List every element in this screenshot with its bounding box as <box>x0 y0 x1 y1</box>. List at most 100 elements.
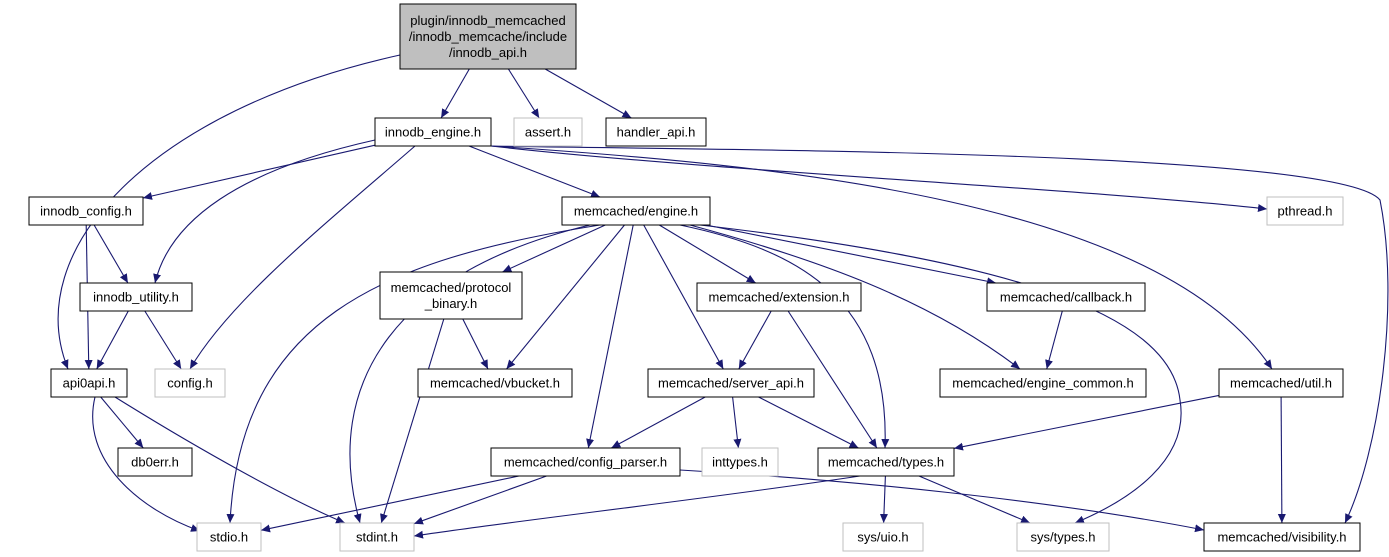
node-box <box>605 117 707 147</box>
node-box <box>154 368 226 398</box>
node-mc_engine[interactable]: memcached/engine.h <box>561 196 711 226</box>
edge-mc_callback-to-mc_engine_common <box>1045 310 1063 370</box>
node-label: memcached/engine.h <box>574 204 698 219</box>
node-mc_visibility[interactable]: memcached/visibility.h <box>1203 522 1361 552</box>
node-label: stdio.h <box>210 530 248 545</box>
node-box <box>1266 196 1344 226</box>
node-mc_extension[interactable]: memcached/extension.h <box>696 282 862 312</box>
edge-mc_engine-to-mc_types <box>679 224 890 449</box>
node-box <box>374 117 492 147</box>
edge-mc_engine-to-mc_vbucket <box>506 224 625 370</box>
edge-innodb_engine-to-pthread <box>490 145 1268 212</box>
edge-mc_extension-to-mc_server_api <box>738 310 772 370</box>
edge-api0api-to-db0err <box>100 396 144 449</box>
node-label: handler_api.h <box>617 125 696 140</box>
node-label: _binary.h <box>424 296 478 311</box>
node-label: innodb_engine.h <box>385 125 481 140</box>
node-mc_vbucket[interactable]: memcached/vbucket.h <box>417 368 573 398</box>
edge-mc_types-to-sys_uio <box>879 475 888 524</box>
node-label: memcached/visibility.h <box>1217 530 1346 545</box>
node-label: sys/uio.h <box>857 530 908 545</box>
node-pthread: pthread.h <box>1266 196 1344 226</box>
node-config: config.h <box>154 368 226 398</box>
edge-root-to-api0api <box>57 54 401 370</box>
node-box <box>986 282 1146 312</box>
node-box <box>28 196 144 226</box>
edge-innodb_engine-to-innodb_utility <box>153 139 376 284</box>
edge-innodb_engine-to-mc_visibility <box>490 145 1389 524</box>
node-box <box>696 282 862 312</box>
node-mc_config_parser[interactable]: memcached/config_parser.h <box>490 447 681 477</box>
node-label: db0err.h <box>131 455 179 470</box>
edge-mc_util-to-mc_types <box>953 394 1220 451</box>
node-mc_callback[interactable]: memcached/callback.h <box>986 282 1146 312</box>
edge-mc_engine-to-stdint <box>349 224 591 524</box>
node-handler_api[interactable]: handler_api.h <box>605 117 707 147</box>
node-label: memcached/extension.h <box>709 290 850 305</box>
node-mc_engine_common[interactable]: memcached/engine_common.h <box>939 368 1147 398</box>
node-box <box>1016 522 1110 552</box>
edge-root-to-handler_api <box>544 68 632 119</box>
node-mc_types[interactable]: memcached/types.h <box>817 447 955 477</box>
node-label: memcached/util.h <box>1230 376 1332 391</box>
edge-mc_protocol-to-stdint <box>380 318 445 524</box>
node-box <box>842 522 924 552</box>
node-label: config.h <box>167 376 213 391</box>
node-label: innodb_utility.h <box>93 290 179 305</box>
edge-root-to-innodb_engine <box>440 68 470 119</box>
node-label: memcached/server_api.h <box>658 376 804 391</box>
node-box <box>490 447 681 477</box>
node-box <box>1203 522 1361 552</box>
node-mc_server_api[interactable]: memcached/server_api.h <box>647 368 815 398</box>
edge-innodb_engine-to-mc_util <box>490 145 1273 370</box>
node-box <box>196 522 262 552</box>
node-label: memcached/config_parser.h <box>504 455 667 470</box>
node-innodb_config[interactable]: innodb_config.h <box>28 196 144 226</box>
node-box <box>939 368 1147 398</box>
node-box <box>647 368 815 398</box>
node-label: api0api.h <box>63 376 116 391</box>
edge-mc_types-to-sys_types <box>918 475 1031 524</box>
node-label: memcached/protocol <box>391 280 512 295</box>
node-api0api[interactable]: api0api.h <box>50 368 128 398</box>
node-db0err[interactable]: db0err.h <box>117 447 193 477</box>
node-box <box>79 282 193 312</box>
edge-api0api-to-stdio <box>92 396 201 532</box>
edge-mc_server_api-to-mc_types <box>758 396 859 449</box>
node-box <box>817 447 955 477</box>
node-mc_util[interactable]: memcached/util.h <box>1218 368 1344 398</box>
node-label: pthread.h <box>1278 204 1333 219</box>
edge-innodb_engine-to-innodb_config <box>142 144 376 200</box>
node-label: memcached/vbucket.h <box>430 376 560 391</box>
edge-api0api-to-stdint <box>114 396 346 524</box>
node-label: memcached/callback.h <box>1000 290 1132 305</box>
node-label: inttypes.h <box>712 455 768 470</box>
node-label: /innodb_memcache/include <box>409 29 567 44</box>
edge-mc_server_api-to-mc_config_parser <box>611 396 706 449</box>
edge-innodb_utility-to-api0api <box>96 310 129 370</box>
node-innodb_engine[interactable]: innodb_engine.h <box>374 117 492 147</box>
edge-mc_server_api-to-inttypes <box>732 396 742 449</box>
edge-innodb_engine-to-config <box>189 145 416 370</box>
edge-mc_config_parser-to-stdio <box>260 475 520 533</box>
node-box <box>417 368 573 398</box>
node-innodb_utility[interactable]: innodb_utility.h <box>79 282 193 312</box>
node-box <box>513 117 583 147</box>
node-label: assert.h <box>525 125 571 140</box>
node-label: sys/types.h <box>1030 530 1095 545</box>
edge-mc_engine-to-mc_config_parser <box>586 224 634 449</box>
edge-mc_engine-to-stdio <box>226 224 601 524</box>
edge-mc_engine-to-mc_extension <box>659 224 756 284</box>
edge-mc_protocol-to-mc_vbucket <box>462 318 489 370</box>
edge-innodb_utility-to-config <box>144 310 182 370</box>
node-label: plugin/innodb_memcached <box>410 13 565 28</box>
edge-mc_engine-to-mc_engine_common <box>689 224 1021 370</box>
node-box <box>117 447 193 477</box>
edge-mc_extension-to-mc_types <box>787 310 878 449</box>
node-mc_protocol[interactable]: memcached/protocol_binary.h <box>379 271 523 320</box>
node-root[interactable]: plugin/innodb_memcached/innodb_memcache/… <box>399 3 577 70</box>
node-box <box>1218 368 1344 398</box>
node-label: innodb_config.h <box>40 204 132 219</box>
edge-mc_engine-to-mc_server_api <box>643 224 724 370</box>
node-stdio: stdio.h <box>196 522 262 552</box>
